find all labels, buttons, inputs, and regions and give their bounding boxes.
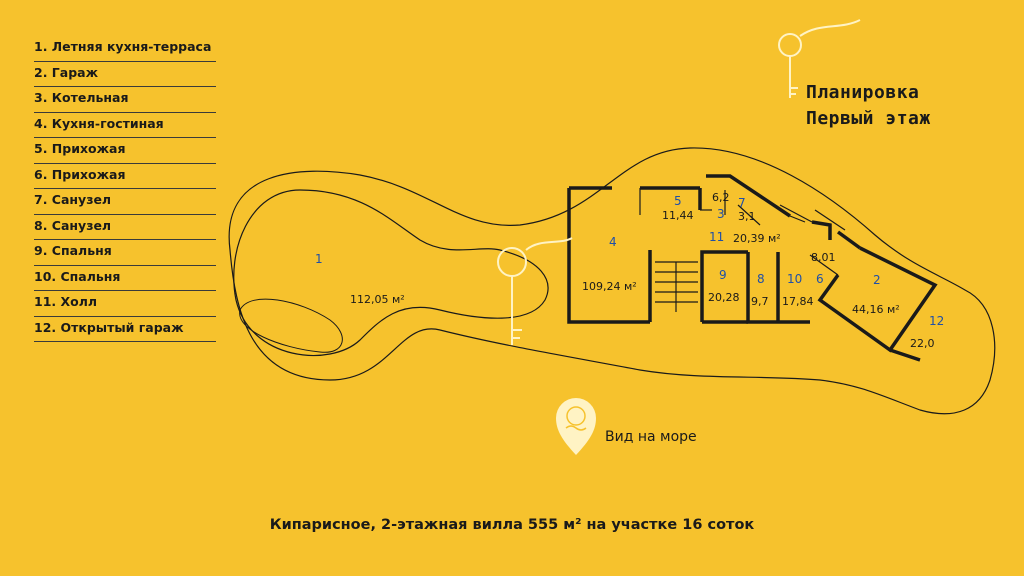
sea-view-label: Вид на море	[605, 429, 697, 445]
legend-item: 11. Холл	[34, 291, 216, 317]
room-5-number: 5	[674, 194, 682, 208]
interior-lines	[639, 188, 846, 312]
legend-item: 6. Прихожая	[34, 164, 216, 189]
room-2-area: 44,16 м²	[852, 303, 900, 316]
location-pin-icon	[556, 398, 596, 455]
room-7-area: 3,1	[738, 210, 756, 223]
room-8-area: 9,7	[751, 295, 769, 308]
key-icon	[778, 19, 861, 98]
legend-item: 10. Спальня	[34, 266, 216, 291]
title-line-2: Первый этаж	[806, 108, 931, 129]
legend-item: 7. Санузел	[34, 189, 216, 215]
legend-item: 12. Открытый гараж	[34, 317, 216, 342]
site-outline	[228, 147, 996, 415]
legend-item: 1. Летняя кухня-терраса	[34, 36, 216, 62]
legend-item: 2. Гараж	[34, 62, 216, 87]
room-6-number: 6	[816, 272, 824, 286]
room-1-area: 112,05 м²	[350, 293, 405, 306]
caption: Кипарисное, 2-этажная вилла 555 м² на уч…	[269, 517, 755, 533]
room-11-number: 11	[709, 230, 724, 244]
room-10-number: 10	[787, 272, 802, 286]
inner-island	[239, 298, 343, 353]
legend-item: 8. Санузел	[34, 215, 216, 240]
room-3-number: 3	[717, 207, 725, 221]
room-5-area: 11,44	[662, 209, 694, 222]
room-12-number: 12	[929, 314, 944, 328]
key-icon	[497, 237, 573, 345]
legend-item: 3. Котельная	[34, 87, 216, 113]
room-12-area: 22,0	[910, 337, 935, 350]
legend-item: 5. Прихожая	[34, 138, 216, 164]
legend-item: 4. Кухня-гостиная	[34, 113, 216, 138]
room-7-number: 7	[738, 196, 746, 210]
room-11-area: 20,39 м²	[733, 232, 781, 245]
legend: 1. Летняя кухня-терраса 2. Гараж 3. Коте…	[34, 36, 216, 342]
page-title: Планировка Первый этаж	[806, 80, 931, 132]
room-4-area: 109,24 м²	[582, 280, 637, 293]
title-line-1: Планировка	[806, 82, 920, 103]
room-8-number: 8	[757, 272, 765, 286]
room-9-number: 9	[719, 268, 727, 282]
pool-outline	[233, 189, 549, 357]
room-2-number: 2	[873, 273, 881, 287]
legend-item: 9. Спальня	[34, 240, 216, 266]
building-walls	[567, 174, 938, 362]
room-10-area: 17,84	[782, 295, 814, 308]
room-4-number: 4	[609, 235, 617, 249]
room-1-number: 1	[315, 252, 323, 266]
room-6-area: 8,01	[811, 251, 836, 264]
room-9-area: 20,28	[708, 291, 740, 304]
room-3-area: 6,2	[712, 191, 730, 204]
